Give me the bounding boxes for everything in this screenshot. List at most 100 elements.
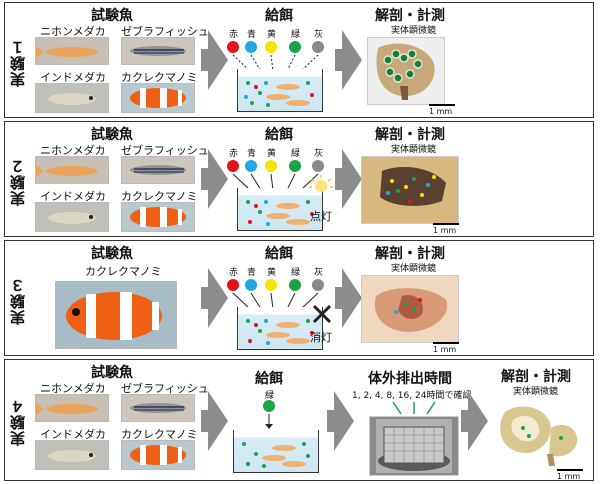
bead-gray	[312, 41, 324, 53]
color-label-green: 緑	[265, 391, 275, 401]
bead-gray	[312, 160, 324, 172]
flow-arrow	[335, 168, 343, 190]
zebrafish-photo	[121, 394, 195, 422]
color-label-yellow: 黄	[267, 30, 277, 40]
stereo-label: 実体顕微鏡	[391, 26, 437, 36]
bead-green	[263, 400, 275, 412]
flow-arrow-head	[334, 391, 354, 451]
clownfish-photo	[121, 440, 195, 470]
bead-blue	[245, 279, 257, 291]
color-label-yellow: 黄	[267, 268, 277, 278]
color-label-red: 赤	[229, 149, 239, 159]
light-on-label: 点灯	[310, 210, 332, 223]
color-label-blue: 青	[247, 30, 257, 40]
flow-arrow	[201, 410, 209, 432]
color-label-blue: 青	[247, 149, 257, 159]
scale-bar: 1 mm	[557, 469, 584, 481]
bead-yellow	[265, 279, 277, 291]
fish-header: 試験魚	[91, 365, 133, 381]
drop-arrow	[265, 414, 273, 429]
bead-yellow	[265, 41, 277, 53]
flow-arrow-head	[208, 149, 228, 209]
fish-tank	[237, 69, 323, 112]
experiment-4-panel: 実験４ 試験魚 ニホンメダカ ゼブラフィッシュ インドメダカ カクレクマノミ 給…	[4, 359, 594, 481]
cross-mark-icon	[312, 304, 332, 324]
flow-arrow	[201, 287, 209, 309]
color-label-green: 緑	[291, 30, 301, 40]
bead-green	[289, 41, 301, 53]
feeding-header: 給餌	[265, 246, 293, 262]
experiment-2-label: 実験２	[9, 158, 27, 206]
experiment-3-panel: 実験３ 試験魚 カクレクマノミ 給餌 赤 青 黄 緑 灰 消灯 解剖・計測 実体…	[4, 240, 594, 356]
bead-blue	[245, 41, 257, 53]
experiment-1-panel: 実験１ 試験魚 ニホンメダカ ゼブラフィッシュ インドメダカ カクレクマノミ 給…	[4, 2, 594, 118]
stereo-label: 実体顕微鏡	[391, 264, 437, 274]
color-label-gray: 灰	[314, 149, 324, 159]
flow-arrow	[201, 168, 209, 190]
experiment-3-label: 実験３	[9, 277, 27, 325]
check-arrows	[392, 401, 436, 415]
bead-red	[227, 160, 239, 172]
feeding-header: 給餌	[255, 371, 283, 387]
microscope-image	[361, 275, 459, 343]
flow-arrow-head	[342, 268, 362, 328]
dissect-header: 解剖・計測	[375, 246, 445, 262]
stereo-label: 実体顕微鏡	[391, 145, 437, 155]
scale-bar: 1 mm	[429, 104, 456, 116]
bead-green	[289, 160, 301, 172]
dissect-header: 解剖・計測	[501, 369, 571, 385]
color-label-green: 緑	[291, 149, 301, 159]
color-label-gray: 灰	[314, 268, 324, 278]
experiment-4-label: 実験４	[9, 398, 27, 446]
color-label-red: 赤	[229, 30, 239, 40]
bead-yellow	[265, 160, 277, 172]
color-label-yellow: 黄	[267, 149, 277, 159]
fish-name-clownfish: カクレクマノミ	[121, 190, 198, 203]
feeding-header: 給餌	[265, 8, 293, 24]
fish-name-indian-medaka: インドメダカ	[40, 428, 106, 441]
indian-medaka-photo	[35, 202, 109, 232]
flow-arrow	[327, 410, 335, 432]
clownfish-photo	[55, 281, 177, 349]
excretion-times: 1, 2, 4, 8, 16, 24時間で確認	[352, 391, 472, 401]
fish-name-medaka: ニホンメダカ	[40, 144, 106, 157]
fish-name-zebrafish: ゼブラフィッシュ	[121, 382, 209, 395]
dissect-header: 解剖・計測	[375, 8, 445, 24]
indian-medaka-photo	[35, 440, 109, 470]
light-off-label: 消灯	[310, 331, 332, 344]
fish-name-medaka: ニホンメダカ	[40, 25, 106, 38]
fish-name-indian-medaka: インドメダカ	[40, 71, 106, 84]
flow-arrow-head	[342, 149, 362, 209]
fish-header: 試験魚	[91, 246, 133, 262]
drop-arrows	[232, 292, 319, 310]
clownfish-photo	[121, 202, 195, 232]
clownfish-photo	[121, 83, 195, 113]
fish-tank	[237, 307, 323, 350]
fish-name-clownfish: カクレクマノミ	[121, 71, 198, 84]
scale-bar: 1 mm	[433, 342, 460, 354]
microscope-image	[367, 37, 445, 105]
zebrafish-photo	[121, 156, 195, 184]
light-bulb-on-icon	[309, 175, 333, 192]
fish-name-medaka: ニホンメダカ	[40, 382, 106, 395]
fish-name-clownfish: カクレクマノミ	[85, 265, 162, 278]
color-label-red: 赤	[229, 268, 239, 278]
flow-arrow-head	[208, 268, 228, 328]
color-label-blue: 青	[247, 268, 257, 278]
bead-red	[227, 41, 239, 53]
flow-arrow	[335, 287, 343, 309]
color-label-green: 緑	[291, 268, 301, 278]
microscope-image	[493, 398, 587, 468]
medaka-photo	[35, 156, 109, 184]
fish-name-indian-medaka: インドメダカ	[40, 190, 106, 203]
bead-gray	[312, 279, 324, 291]
feeding-header: 給餌	[265, 127, 293, 143]
medaka-photo	[35, 394, 109, 422]
fish-name-zebrafish: ゼブラフィッシュ	[121, 144, 209, 157]
flow-arrow-head	[468, 391, 488, 451]
color-label-gray: 灰	[314, 30, 324, 40]
medaka-photo	[35, 37, 109, 65]
stereo-label: 実体顕微鏡	[513, 387, 559, 397]
fish-header: 試験魚	[91, 8, 133, 24]
bead-blue	[245, 160, 257, 172]
